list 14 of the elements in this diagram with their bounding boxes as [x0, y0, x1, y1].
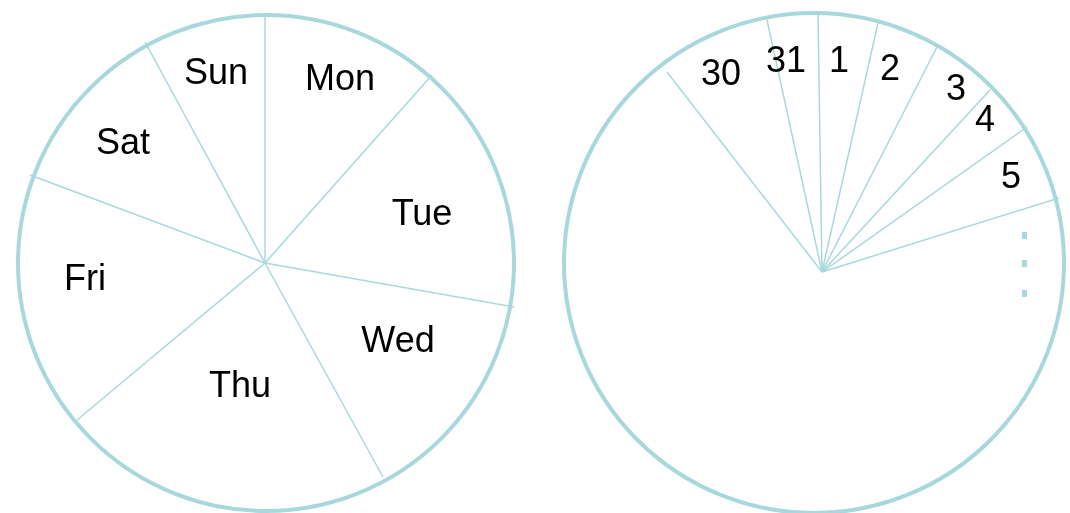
date-label: 3: [946, 70, 966, 106]
day-label: Mon: [305, 60, 375, 96]
date-label: 2: [880, 50, 900, 86]
day-label: Fri: [64, 260, 106, 296]
date-label: 30: [701, 55, 741, 91]
date-label: 1: [829, 42, 849, 78]
day-label: Sun: [183, 54, 249, 90]
day-label: Tue: [391, 195, 453, 231]
date-label: 4: [975, 101, 995, 137]
day-label: Wed: [361, 322, 435, 358]
date-label: 5: [1001, 158, 1021, 194]
day-label: Sat: [96, 124, 150, 160]
date-label: 31: [766, 42, 806, 78]
day-label: Thu: [209, 367, 271, 403]
